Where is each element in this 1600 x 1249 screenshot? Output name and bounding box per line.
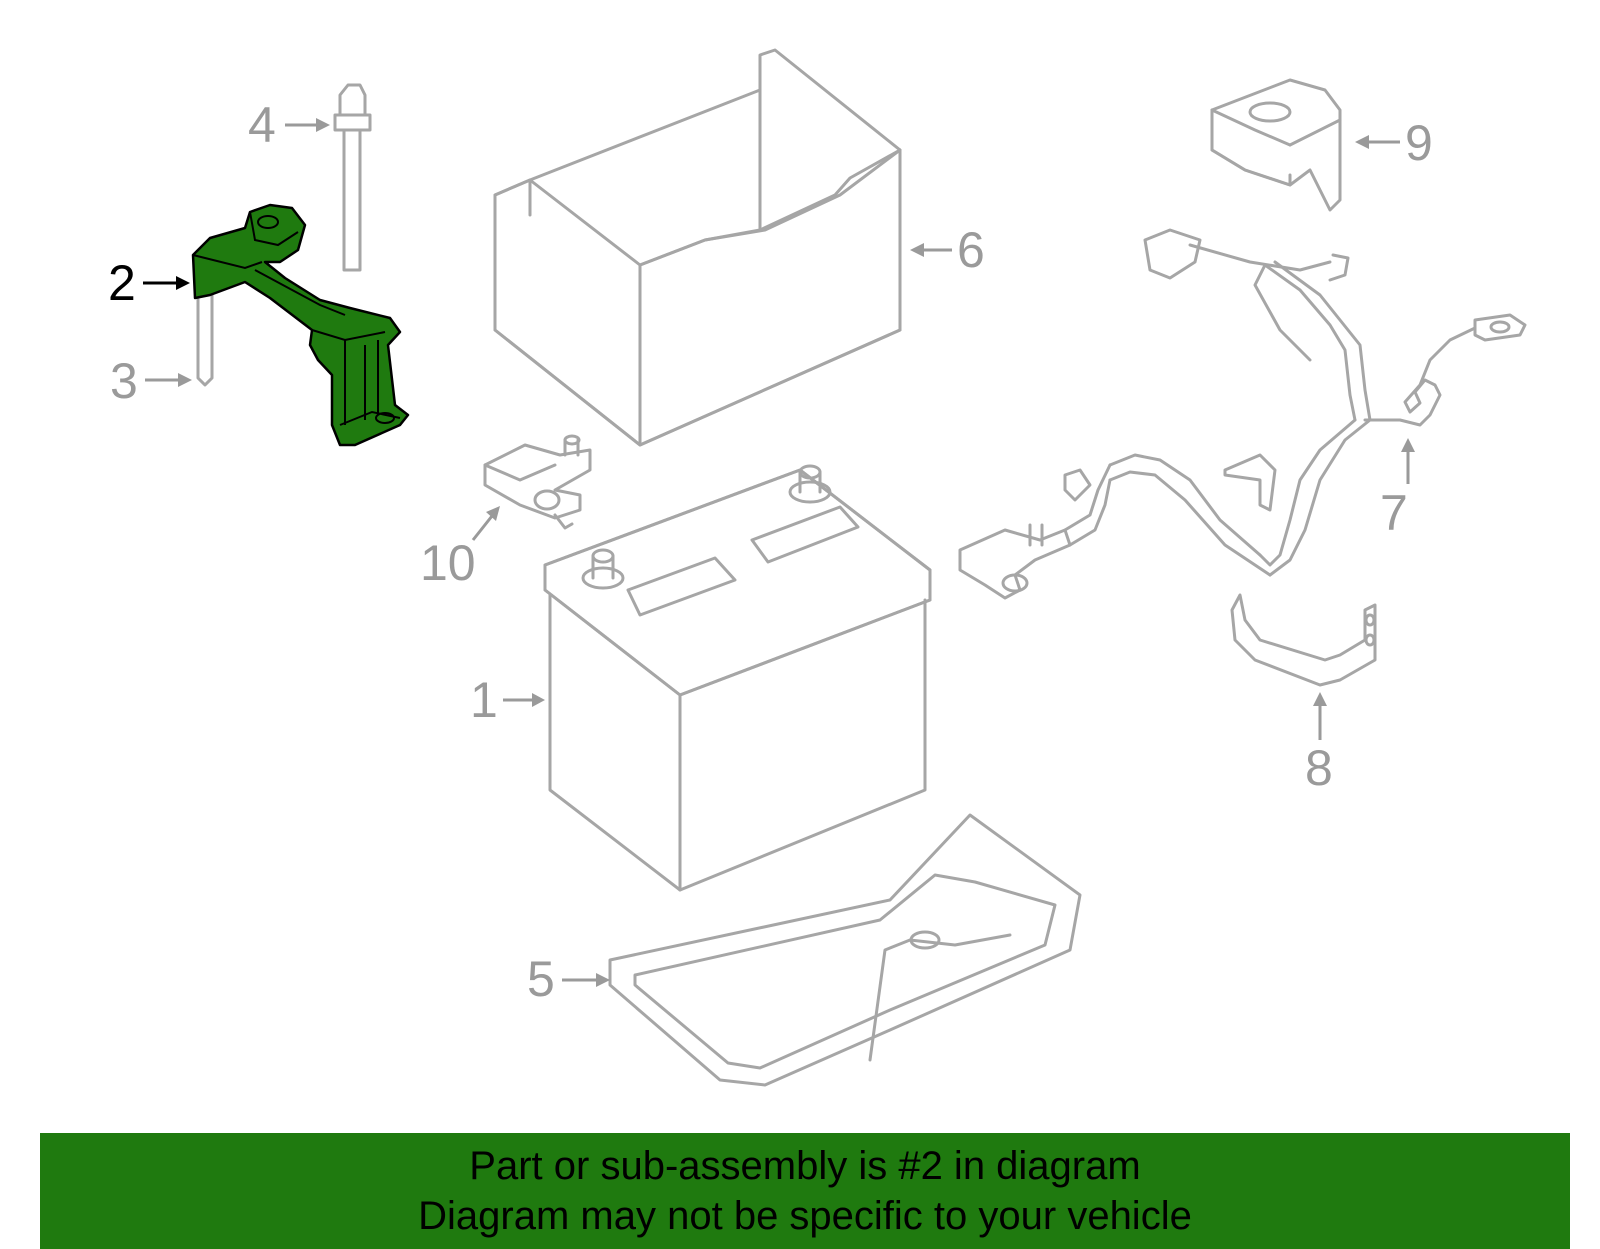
callout-2: 2 — [108, 255, 190, 311]
svg-text:1: 1 — [470, 672, 498, 728]
callout-7: 7 — [1380, 438, 1415, 541]
callout-10: 10 — [420, 506, 500, 591]
battery-cable-drawing[interactable] — [958, 228, 1527, 600]
cable-bracket-drawing[interactable] — [1230, 593, 1377, 687]
info-banner: Part or sub-assembly is #2 in diagram Di… — [40, 1133, 1570, 1249]
svg-text:5: 5 — [527, 951, 555, 1007]
battery-drawing[interactable] — [543, 464, 932, 892]
battery-cover-drawing[interactable] — [493, 48, 902, 447]
j-bolt-drawing[interactable] — [196, 278, 214, 387]
callout-4: 4 — [248, 97, 330, 153]
banner-line-1: Part or sub-assembly is #2 in diagram — [469, 1144, 1141, 1188]
svg-text:9: 9 — [1405, 115, 1433, 171]
callout-1: 1 — [470, 672, 545, 728]
terminal-drawing[interactable] — [483, 434, 592, 530]
terminal-cover-drawing[interactable] — [1210, 78, 1342, 212]
svg-text:10: 10 — [420, 535, 476, 591]
svg-text:2: 2 — [108, 255, 136, 311]
callout-5: 5 — [527, 951, 610, 1007]
svg-text:7: 7 — [1380, 485, 1408, 541]
callout-8: 8 — [1305, 692, 1333, 796]
hold-down-clamp-drawing[interactable] — [191, 203, 410, 447]
battery-tray-drawing[interactable] — [608, 813, 1082, 1087]
svg-text:4: 4 — [248, 97, 276, 153]
callout-9: 9 — [1355, 115, 1433, 171]
bolt-drawing[interactable] — [333, 83, 372, 272]
callout-6: 6 — [910, 222, 985, 278]
svg-text:8: 8 — [1305, 740, 1333, 796]
svg-text:6: 6 — [957, 222, 985, 278]
banner-line-2: Diagram may not be specific to your vehi… — [418, 1194, 1192, 1238]
callout-3: 3 — [110, 353, 192, 409]
svg-text:3: 3 — [110, 353, 138, 409]
parts-diagram: 1 2 3 4 5 6 7 8 — [108, 48, 1527, 1087]
